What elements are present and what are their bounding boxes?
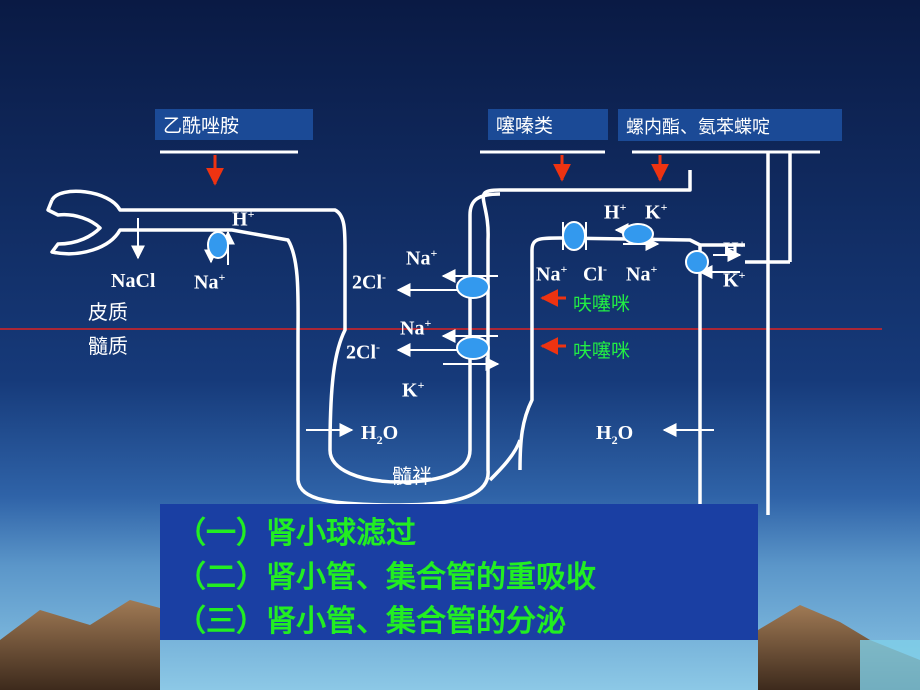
summary-line-2: （二）肾小管、集合管的重吸收 bbox=[176, 560, 596, 595]
transporters bbox=[207, 221, 709, 360]
summary-box: （一）肾小球滤过 （二）肾小管、集合管的重吸收 （三）肾小管、集合管的分泌 bbox=[160, 504, 758, 640]
transporter-distal-2 bbox=[622, 223, 654, 245]
ion-h-proximal: H+ bbox=[232, 207, 255, 231]
nephron-tubule bbox=[46, 152, 792, 520]
ion-na-distal-2: Na+ bbox=[626, 262, 658, 286]
ion-2cl-loop-lower: 2Cl- bbox=[346, 340, 380, 364]
ion-na-loop-lower: Na+ bbox=[400, 316, 432, 340]
region-loop: 髓袢 bbox=[392, 464, 432, 488]
ion-h-collecting: H+ bbox=[723, 237, 746, 261]
furosemide-label-2: 呋噻咪 bbox=[573, 340, 631, 362]
water bbox=[860, 640, 920, 690]
ion-cl-distal: Cl- bbox=[583, 262, 607, 286]
drug-label-acetazolamide: 乙酰唑胺 bbox=[155, 109, 313, 140]
ion-na-distal: Na+ bbox=[536, 262, 568, 286]
drug-name-spironolactone: 螺内酯、氨苯蝶啶 bbox=[626, 117, 770, 138]
transporter-proximal bbox=[207, 231, 229, 259]
summary-line-3: （三）肾小管、集合管的分泌 bbox=[176, 604, 566, 639]
ion-na-loop-upper: Na+ bbox=[406, 246, 438, 270]
drug-label-spironolactone: 螺内酯、氨苯蝶啶 bbox=[618, 109, 842, 141]
drug-arrows bbox=[206, 155, 669, 355]
region-cortex: 皮质 bbox=[88, 300, 128, 324]
water-collecting: H2O bbox=[596, 422, 634, 447]
water-loop: H2O bbox=[361, 422, 399, 447]
ion-k-loop: K+ bbox=[402, 378, 425, 402]
region-medulla: 髓质 bbox=[88, 334, 128, 358]
transporter-loop-upper bbox=[456, 275, 490, 299]
drug-label-thiazide: 噻嗪类 bbox=[488, 109, 608, 140]
transporter-collecting bbox=[685, 250, 709, 274]
ion-nacl: NaCl bbox=[111, 270, 156, 292]
furosemide-label-1: 呋噻咪 bbox=[573, 293, 631, 315]
ion-2cl-loop-upper: 2Cl- bbox=[352, 270, 386, 294]
ion-na-proximal: Na+ bbox=[194, 270, 226, 294]
drug-name-thiazide: 噻嗪类 bbox=[496, 115, 554, 137]
summary-line-1: （一）肾小球滤过 bbox=[176, 516, 416, 551]
transporter-distal-1 bbox=[562, 221, 586, 251]
ion-k-collecting: K+ bbox=[723, 268, 746, 292]
mountain-left bbox=[0, 600, 160, 690]
ion-k-distal: K+ bbox=[645, 200, 668, 224]
drug-name-acetazolamide: 乙酰唑胺 bbox=[163, 115, 240, 137]
ion-h-distal: H+ bbox=[604, 200, 627, 224]
transporter-loop-lower bbox=[456, 336, 490, 360]
